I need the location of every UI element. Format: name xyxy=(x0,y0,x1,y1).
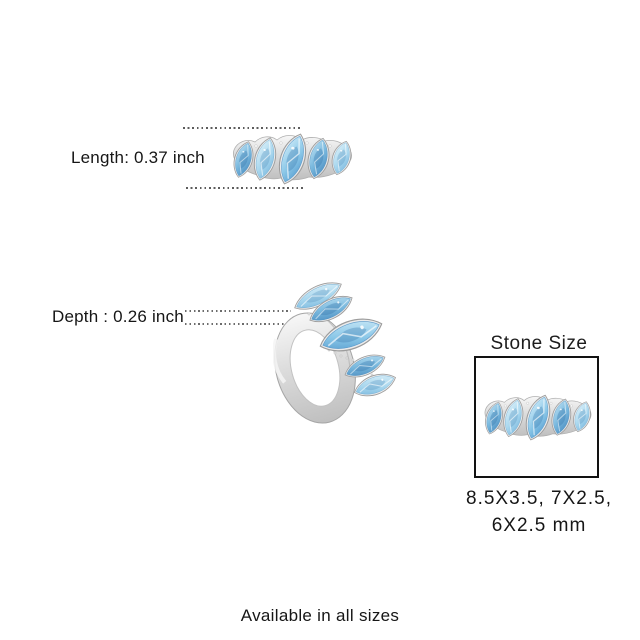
ring-top-view-image xyxy=(229,133,356,187)
ring-perspective-view-image xyxy=(273,277,401,424)
depth-bottom-measure-line xyxy=(185,323,297,325)
ring-stone-detail-image xyxy=(481,394,595,443)
length-top-measure-line xyxy=(183,127,301,129)
ring-front-shape xyxy=(230,133,355,187)
stone-dimensions-text: 8.5X3.5, 7X2.5, 6X2.5 mm xyxy=(466,488,612,536)
ring-front-shape xyxy=(482,394,594,443)
availability-text: Available in all sizes xyxy=(240,606,400,625)
depth-top-measure-line xyxy=(185,310,291,312)
length-bottom-measure-line xyxy=(186,187,303,189)
stone-size-box xyxy=(474,356,599,478)
depth-label: Depth : 0.26 inch xyxy=(52,307,184,326)
stone-size-title: Stone Size xyxy=(490,333,588,354)
length-label: Length: 0.37 inch xyxy=(71,148,205,167)
